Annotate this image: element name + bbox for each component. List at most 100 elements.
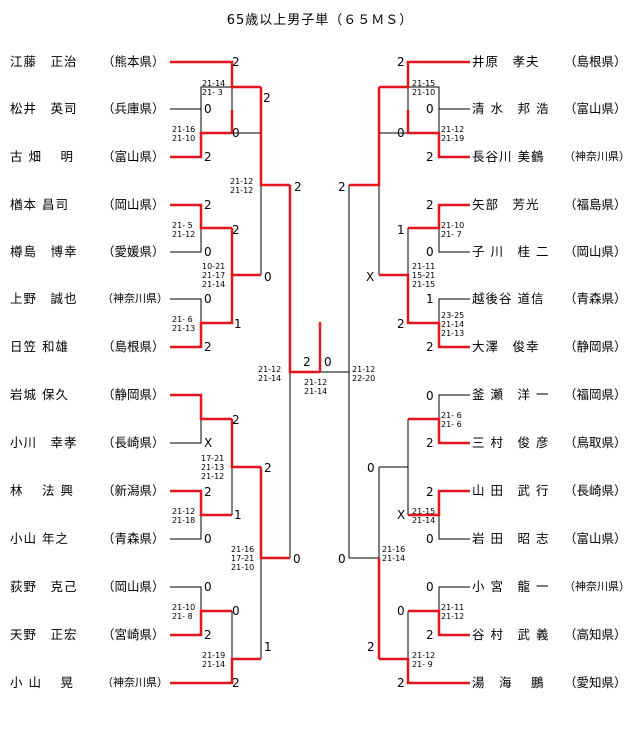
player-prefecture: （長崎県） [102,435,165,450]
game-score: 21-13 [441,329,464,338]
player-name: 江藤 正治 [10,54,78,69]
match-result-mark: 2 [426,436,434,450]
player-prefecture: （富山県） [564,101,627,116]
winner-line [288,185,320,374]
match-result-mark: 0 [426,580,434,594]
game-score: 10-21 [202,262,225,271]
match-result-mark: 1 [234,508,242,522]
game-score: 21-12 [412,651,435,660]
match-result-mark: 0 [426,389,434,403]
game-score: 21-12 [230,186,253,195]
game-score: 21-10 [172,134,195,143]
match-result-mark: 0 [232,604,240,618]
bracket-line [438,228,470,253]
player-name: 清 水 邦 浩 [472,101,550,116]
game-score: 21-10 [172,603,195,612]
match-result-mark: 2 [426,198,434,212]
game-score: 17-21 [231,554,254,563]
winner-line [408,609,470,637]
game-score: 21-14 [202,79,225,88]
match-result-mark: 2 [232,55,240,69]
left-player-11: 小山 年之（青森県） [10,531,165,547]
player-prefecture: （鳥取県） [564,435,627,450]
game-score: 21-19 [202,651,225,660]
player-name: 小 山 晃 [10,675,74,690]
game-score: 21-11 [441,603,464,612]
match-result-mark: 2 [294,180,302,194]
winner-line [170,489,232,517]
right-player-1: 井原 孝夫（島根県） [472,54,627,70]
player-prefecture: （神奈川県） [102,676,168,689]
player-name: 林 法 興 [10,483,74,498]
match-result-mark: 2 [204,628,212,642]
right-player-8: 釜 瀬 洋 一（福岡県） [472,387,627,403]
match-result-mark: 0 [426,245,434,259]
player-prefecture: （静岡県） [564,339,627,354]
left-player-6: 上野 誠也（神奈川県） [10,291,168,307]
player-name: 矢部 芳光 [472,197,540,212]
player-name: 松井 英司 [10,101,78,116]
game-score: 21-12 [230,177,253,186]
player-prefecture: （福島県） [564,197,627,212]
game-score: 21-15 [412,280,435,289]
game-score: 21- 6 [441,420,462,429]
player-prefecture: （富山県） [102,149,165,164]
player-name: 小 宮 龍 一 [472,579,550,594]
winner-line [170,609,232,637]
game-score: 23-25 [441,311,464,320]
left-player-3: 古 畑 明（富山県） [10,149,165,165]
winner-line [170,393,232,421]
winner-lines [170,60,470,685]
winner-line [406,110,470,159]
game-score: 21- 6 [172,315,193,324]
game-score: 21-15 [412,79,435,88]
winner-line [408,203,470,230]
left-player-4: 楢本 昌司（岡山県） [10,197,165,213]
left-player-5: 樽島 博幸（愛媛県） [10,244,165,260]
game-score: 21-12 [172,507,195,516]
player-name: 小川 幸孝 [10,435,78,450]
player-name: 荻野 克己 [10,579,78,594]
game-score: 22-20 [352,374,375,383]
game-score: 21-12 [201,472,224,481]
game-score: 21-14 [202,280,225,289]
right-player-11: 岩 田 昭 志（富山県） [472,531,627,547]
game-score: 21-13 [172,324,195,333]
match-result-mark: 2 [426,485,434,499]
player-prefecture: （青森県） [102,531,165,546]
game-score: 21-16 [172,125,195,134]
page-title: 65歳以上男子単（６５ＭＳ） [226,13,414,28]
winner-line [170,60,261,89]
match-result-mark: 2 [367,640,375,654]
winner-line [230,419,261,469]
winner-line [170,657,261,685]
left-player-1: 江藤 正治 （熊本県） [10,54,165,70]
match-result-mark: X [397,508,405,522]
winner-line [349,87,381,187]
match-result-mark: 2 [264,461,272,475]
player-prefecture: （愛媛県） [102,244,165,259]
player-prefecture: （長崎県） [564,483,627,498]
player-prefecture: （富山県） [564,531,627,546]
left-player-14: 小 山 晃 （神奈川県） [10,675,168,691]
player-name: 子 川 桂 二 [472,244,550,259]
player-prefecture: （熊本県） [102,54,165,69]
player-prefecture: （岡山県） [102,197,165,212]
game-score: 15-21 [412,271,435,280]
player-name: 山 田 武 行 [472,483,550,498]
player-prefecture: （神奈川県） [102,292,168,305]
player-name: 日笠 和雄 [10,339,69,354]
player-prefecture: （岡山県） [564,244,627,259]
winner-line [379,273,470,349]
player-name: 大澤 俊幸 [472,339,540,354]
game-score: 21-10 [441,221,464,230]
player-prefecture: （青森県） [564,291,627,306]
game-score: 21-14 [304,387,327,396]
player-prefecture: （兵庫県） [102,101,165,116]
game-score: 21-12 [258,365,281,374]
bracket-lines [170,86,470,659]
game-score: 21-16 [231,545,254,554]
match-result-mark: 0 [204,102,212,116]
